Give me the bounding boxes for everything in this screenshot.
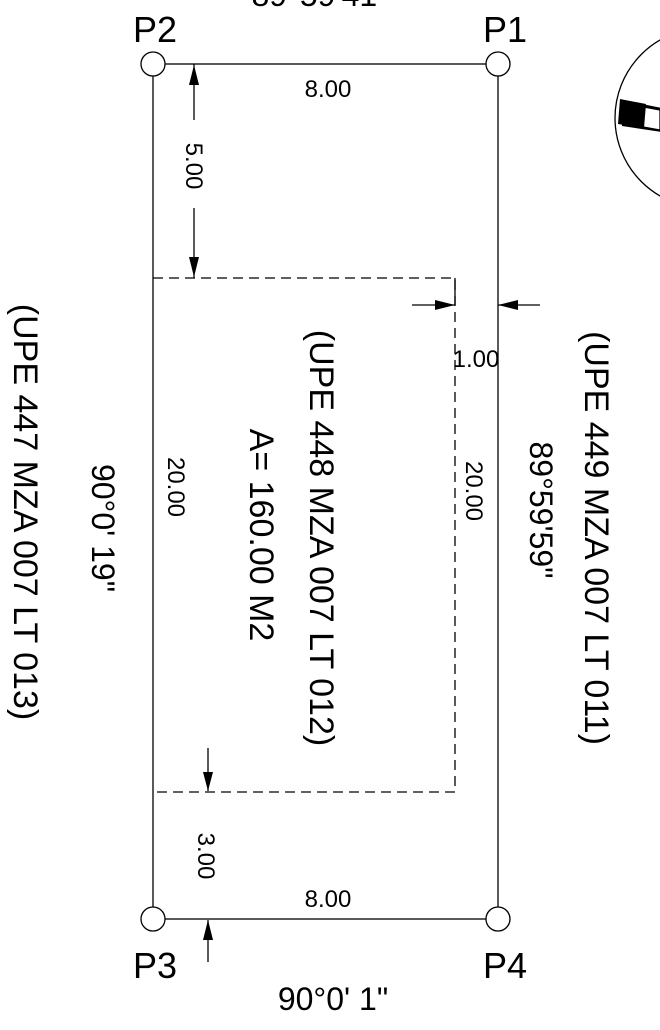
dimension-left-length: 20.00	[162, 457, 189, 517]
front-setback-arrow-bottom	[189, 257, 199, 277]
angle-bottom-label: 90°0' 1"	[278, 981, 388, 1017]
lot-boundary	[152, 63, 499, 920]
lot-label-subject: (UPE 448 MZA 007 LT 012)	[302, 330, 340, 746]
lot-label-left-neighbor: (UPE 447 MZA 007 LT 013)	[6, 304, 44, 720]
corner-marker-p3	[140, 906, 166, 932]
angle-top-label: 89°59'41"	[251, 0, 388, 13]
dimension-rear-setback: 3.00	[192, 833, 219, 880]
dimension-top-width: 8.00	[305, 76, 352, 103]
rear-setback-arrow-top	[203, 772, 213, 791]
building-footprint	[153, 277, 456, 793]
front-setback-arrow-top	[189, 65, 199, 85]
angle-left-label: 90°0' 19"	[85, 464, 121, 592]
point-label-p1: P1	[483, 9, 527, 50]
dimension-bottom-width: 8.00	[305, 886, 352, 913]
dimension-front-setback: 5.00	[180, 143, 207, 190]
point-label-p4: P4	[483, 945, 527, 986]
area-label: A= 160.00 M2	[242, 429, 280, 642]
lot-label-right-neighbor: (UPE 449 MZA 007 LT 011)	[577, 331, 615, 745]
side-setback-arrow-right	[498, 300, 518, 310]
point-label-p3: P3	[133, 945, 177, 986]
corner-marker-p1	[485, 51, 511, 77]
north-arrow-icon	[614, 39, 660, 197]
angle-right-label: 89°59'59"	[523, 441, 559, 578]
dimension-right-length: 20.00	[460, 461, 487, 521]
point-label-p2: P2	[133, 9, 177, 50]
dimension-side-setback: 1.00	[453, 346, 500, 373]
rear-setback-arrow-bottom	[203, 920, 213, 940]
corner-marker-p2	[140, 51, 166, 77]
corner-marker-p4	[485, 906, 511, 932]
side-setback-arrow-left	[435, 300, 455, 310]
